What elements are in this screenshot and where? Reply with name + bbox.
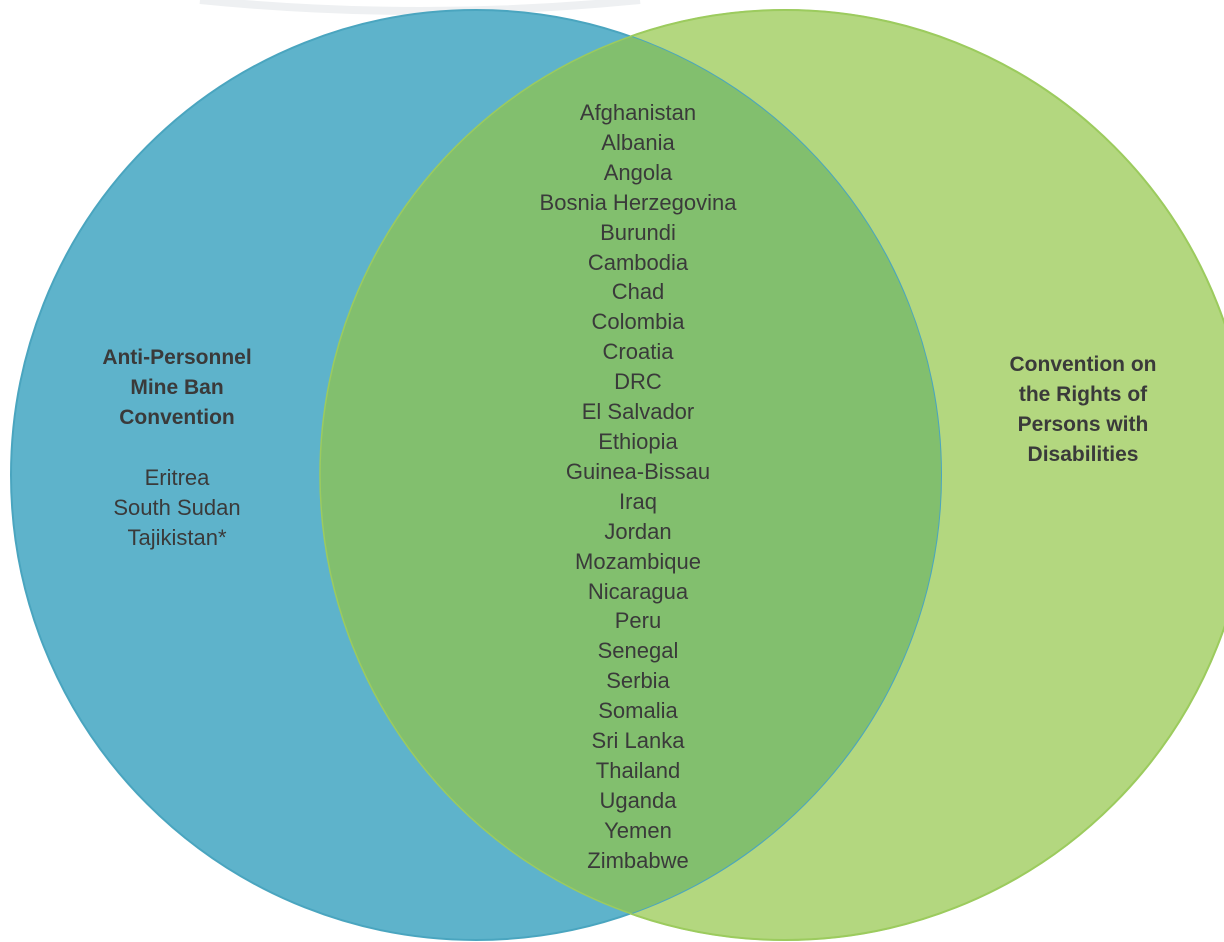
top-decorative-arc: [199, 0, 641, 15]
intersection-region: [320, 10, 941, 940]
right-set-outline: [319, 9, 1224, 941]
